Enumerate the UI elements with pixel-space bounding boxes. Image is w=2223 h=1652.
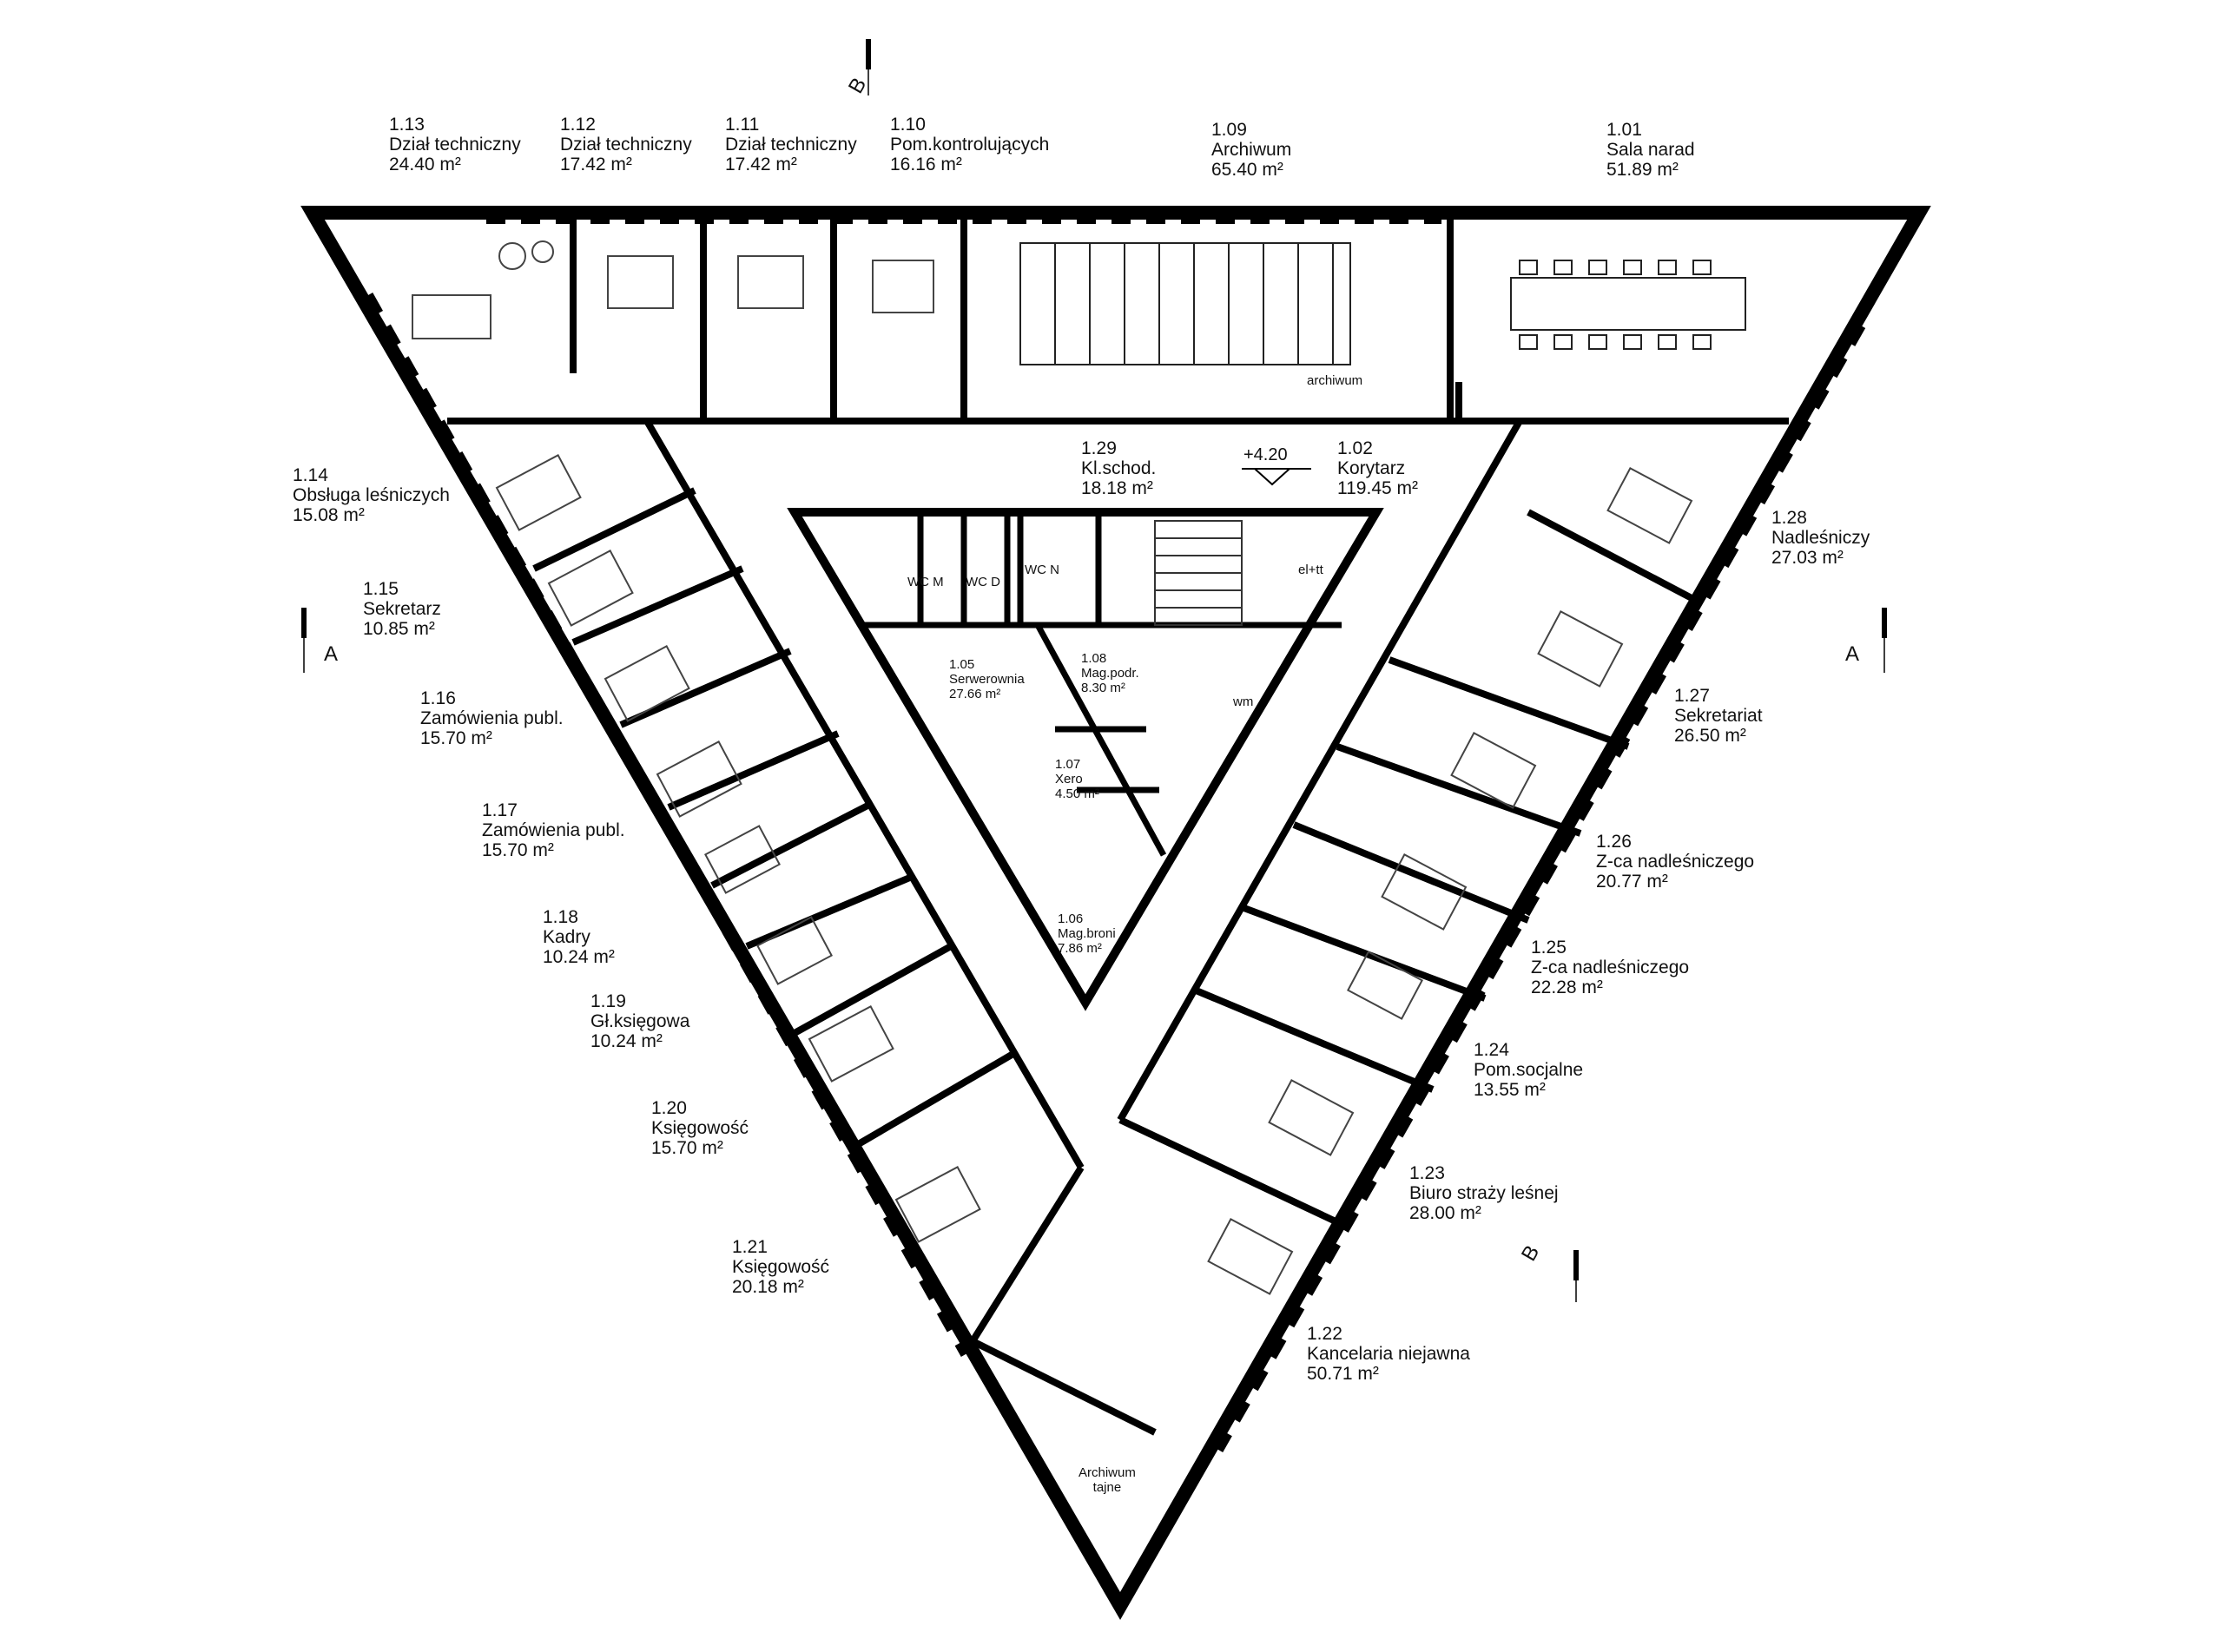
top-furniture [412, 240, 934, 339]
label-el-tt: el+tt [1298, 563, 1323, 577]
right-wing-walls [1117, 419, 1695, 1232]
label-wc-d: WC D [966, 575, 1000, 589]
elevation-label: +4.20 [1243, 445, 1288, 464]
section-label-a-left: A [324, 642, 339, 666]
label-wc-n: WC N [1025, 563, 1059, 577]
window-bands [363, 214, 1866, 1452]
label-archiwum: archiwum [1307, 373, 1363, 388]
stair [1154, 520, 1243, 626]
top-room-walls [447, 217, 1789, 425]
section-label-a-right: A [1845, 642, 1860, 666]
section-marker-thin [303, 69, 1885, 1302]
elevation-marker [1242, 468, 1311, 486]
label-wc-m: WC M [907, 575, 944, 589]
label-wm: wm [1233, 694, 1254, 709]
core-walls [860, 512, 1342, 857]
conference-table [1510, 260, 1746, 350]
left-wing-walls [447, 418, 1157, 1436]
office-furniture [495, 454, 1693, 1295]
section-marker-lines [301, 39, 1887, 1280]
archive-shelving [1019, 242, 1351, 365]
